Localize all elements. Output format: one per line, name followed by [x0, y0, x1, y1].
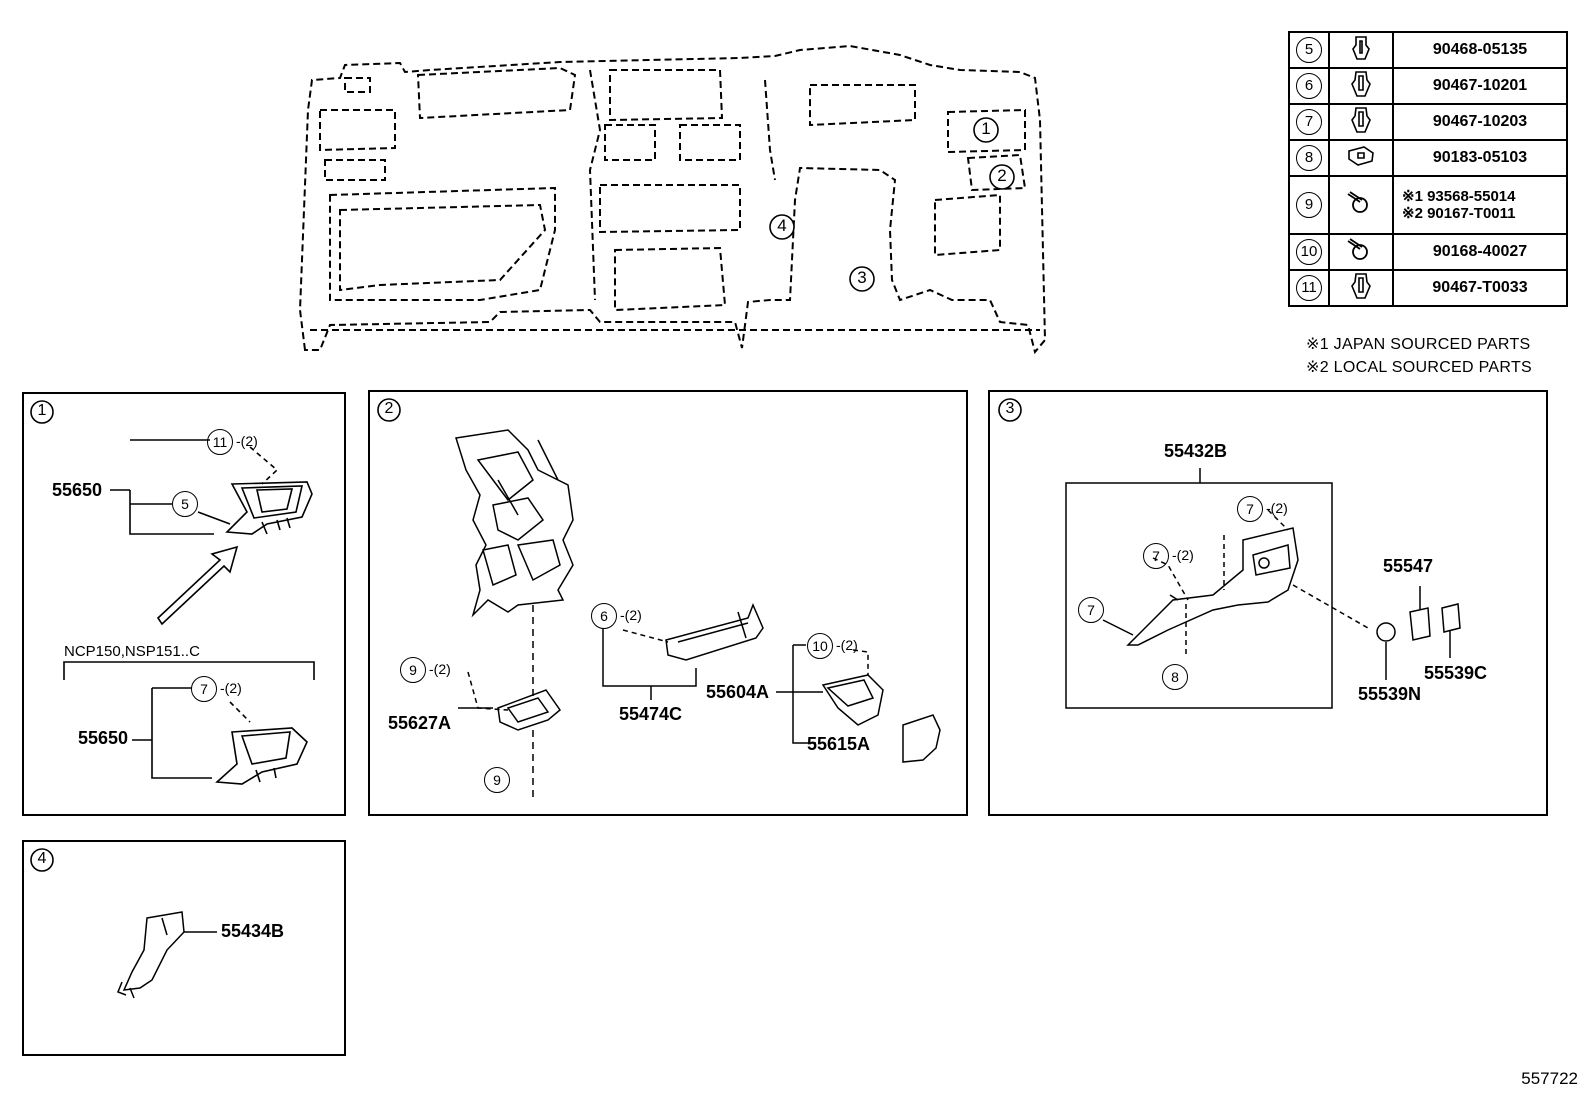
screw-icon — [1347, 190, 1368, 213]
panel-3-id: 3 — [1005, 400, 1015, 417]
clip-callout-7-b: 7 — [1143, 543, 1169, 569]
clip-icon — [1352, 35, 1370, 60]
clip-callout-10: 10 — [807, 633, 833, 659]
qty-label: -(2) — [220, 680, 242, 696]
overview-callout-4: 4 — [777, 216, 787, 235]
table-row: 10 90168-40027 — [1288, 233, 1568, 271]
part-label-55650-top: 55650 — [52, 480, 103, 500]
qty-label: -(2) — [620, 607, 642, 623]
nut-icon — [1348, 145, 1374, 166]
note-local: ※2 LOCAL SOURCED PARTS — [1306, 359, 1532, 376]
part-label-55627A: 55627A — [388, 713, 452, 733]
clip-callout-9-bottom: 9 — [484, 767, 510, 793]
panel-4-drawing — [30, 848, 217, 999]
part-number-local: ※2 90167-T0011 — [1402, 205, 1516, 222]
panel-1-drawing — [30, 400, 315, 785]
note-japan: ※1 JAPAN SOURCED PARTS — [1306, 336, 1531, 353]
model-note: NCP150,NSP151..C — [64, 643, 200, 660]
fastener-table: 5 90468-05135 6 90467-10201 7 90467-1020… — [1288, 31, 1568, 307]
reference-number: 557722 — [1521, 1069, 1578, 1088]
part-label-55539N: 55539N — [1358, 684, 1422, 704]
part-label-55474C: 55474C — [619, 704, 683, 724]
clip-callout-7-c: 7 — [1078, 597, 1104, 623]
part-number: 90168-40027 — [1392, 233, 1568, 271]
panel-3-drawing — [998, 398, 1461, 709]
clip-callout-8: 8 — [1162, 664, 1188, 690]
table-row: 6 90467-10201 — [1288, 67, 1568, 105]
clip-callout-11: 11 — [207, 429, 233, 455]
panel-1-id: 1 — [37, 402, 47, 419]
panel-4 — [22, 840, 346, 1056]
overview-callout-3: 3 — [857, 268, 867, 287]
source-notes: ※1 JAPAN SOURCED PARTS ※2 LOCAL SOURCED … — [1306, 333, 1532, 379]
qty-label: -(2) — [429, 661, 451, 677]
ref-circle: 8 — [1296, 145, 1322, 171]
ref-circle: 5 — [1296, 37, 1322, 63]
part-label-55604A: 55604A — [706, 682, 770, 702]
table-row: 9 ※1 93568-55014※2 90167-T0011 — [1288, 175, 1568, 235]
clip-callout-6: 6 — [591, 603, 617, 629]
clip-callout-7: 7 — [191, 676, 217, 702]
part-label-55539C: 55539C — [1424, 663, 1488, 683]
panel-2-id: 2 — [384, 400, 394, 417]
part-label-55547: 55547 — [1383, 556, 1434, 576]
part-label-55650-bottom: 55650 — [78, 728, 129, 748]
table-row: 5 90468-05135 — [1288, 31, 1568, 69]
clip-icon — [1351, 106, 1371, 133]
ref-circle: 11 — [1296, 275, 1322, 301]
screw-icon — [1347, 237, 1368, 260]
part-number: 90183-05103 — [1392, 139, 1568, 177]
part-label-55432B: 55432B — [1164, 441, 1228, 461]
qty-label: -(2) — [236, 433, 258, 449]
panel-2 — [368, 390, 968, 816]
clip-icon — [1351, 70, 1371, 97]
overview-callout-2: 2 — [997, 166, 1007, 185]
part-number: 90467-10201 — [1392, 67, 1568, 105]
part-number: 90467-10203 — [1392, 103, 1568, 141]
ref-circle: 7 — [1296, 109, 1322, 135]
table-row: 7 90467-10203 — [1288, 103, 1568, 141]
part-number: 90468-05135 — [1392, 31, 1568, 69]
clip-callout-9-top: 9 — [400, 657, 426, 683]
ref-circle: 9 — [1296, 192, 1322, 218]
ref-circle: 10 — [1296, 239, 1322, 265]
panel-1 — [22, 392, 346, 816]
dashboard-overview-diagram — [298, 44, 1047, 355]
ref-circle: 6 — [1296, 73, 1322, 99]
table-row: 11 90467-T0033 — [1288, 269, 1568, 307]
qty-label: -(2) — [1266, 500, 1288, 516]
table-row: 8 90183-05103 — [1288, 139, 1568, 177]
part-label-55434B: 55434B — [221, 921, 285, 941]
panel-4-id: 4 — [37, 850, 47, 867]
overview-callout-1: 1 — [981, 119, 991, 138]
clip-callout-7-a: 7 — [1237, 496, 1263, 522]
qty-label: -(2) — [1172, 547, 1194, 563]
panel-2-drawing — [377, 398, 941, 800]
part-number: 90467-T0033 — [1392, 269, 1568, 307]
panel-3 — [988, 390, 1548, 816]
part-label-55615A: 55615A — [807, 734, 871, 754]
clip-icon — [1351, 272, 1371, 299]
clip-callout-5: 5 — [172, 491, 198, 517]
qty-label: -(2) — [836, 637, 858, 653]
part-number-japan: ※1 93568-55014 — [1402, 188, 1516, 205]
